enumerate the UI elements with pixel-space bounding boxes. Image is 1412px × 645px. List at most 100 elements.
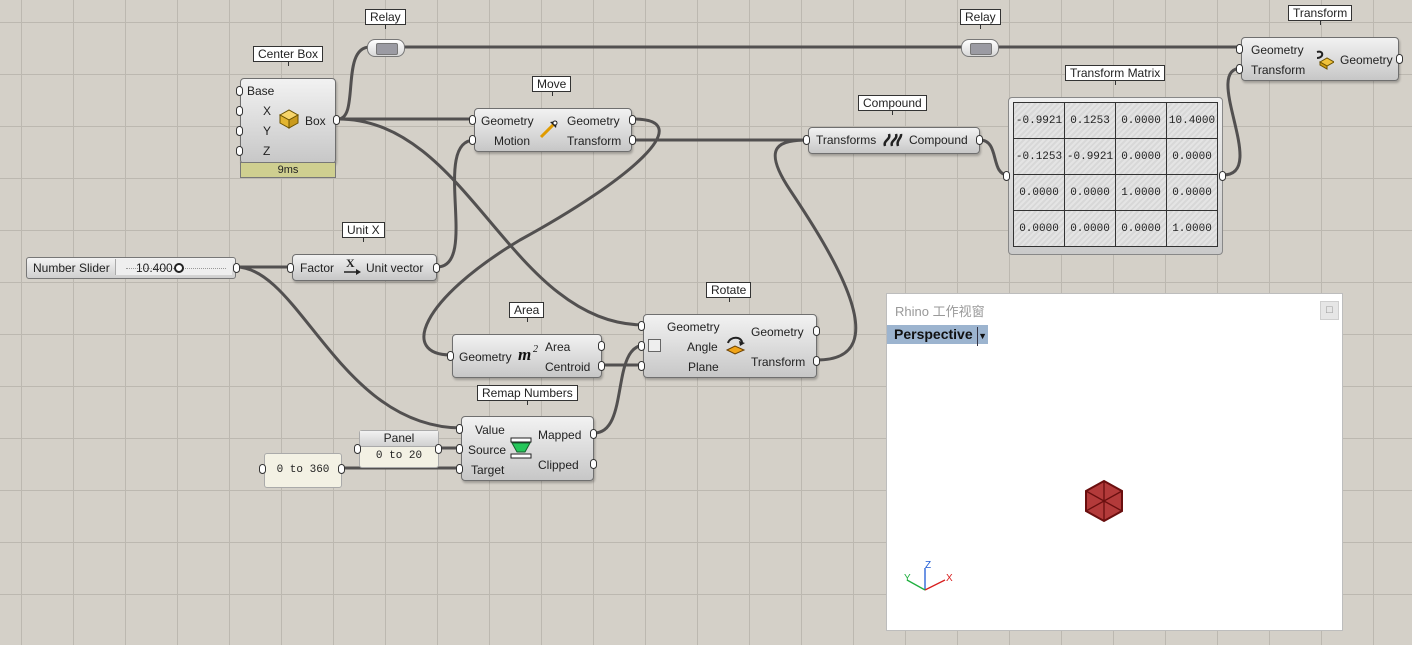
port-source-panel-in[interactable] xyxy=(354,444,361,454)
port-compound-out[interactable] xyxy=(976,135,983,145)
port-rotate-geometry-out[interactable] xyxy=(813,326,820,336)
relay-node-2[interactable] xyxy=(961,39,999,57)
move-component[interactable]: Geometry Motion Geometry Transform xyxy=(474,108,632,152)
wire-unitvector-motion xyxy=(436,138,476,269)
compound-component[interactable]: Transforms Compound xyxy=(808,127,980,154)
port-transforms[interactable] xyxy=(803,135,810,145)
unit-x-component[interactable]: Factor X Unit vector xyxy=(292,254,437,281)
box-icon xyxy=(278,109,299,129)
remap-numbers-tag: Remap Numbers xyxy=(477,385,578,405)
port-x[interactable] xyxy=(236,106,243,116)
port-remap-target[interactable] xyxy=(456,464,463,474)
slider-track[interactable]: 10.400 xyxy=(115,259,232,275)
port-remap-value[interactable] xyxy=(456,424,463,434)
rotate-geometry-output-label: Geometry xyxy=(751,325,804,339)
port-unit-vector-out[interactable] xyxy=(433,263,440,273)
port-move-motion[interactable] xyxy=(469,135,476,145)
port-rotate-plane[interactable] xyxy=(638,361,645,371)
port-rotate-transform-out[interactable] xyxy=(813,356,820,366)
unit-x-icon: X xyxy=(344,257,361,275)
port-factor[interactable] xyxy=(287,263,294,273)
port-matrix-in[interactable] xyxy=(1003,171,1010,181)
port-target-panel-out[interactable] xyxy=(338,464,345,474)
slider-grip[interactable] xyxy=(174,263,184,273)
centroid-output-label: Centroid xyxy=(545,360,591,374)
port-clipped-out[interactable] xyxy=(590,459,597,469)
angle-input-label: Angle xyxy=(687,340,718,354)
transform-component[interactable]: Geometry Transform Geometry xyxy=(1241,37,1399,81)
move-geometry-input-label: Geometry xyxy=(481,114,534,128)
move-geometry-output-label: Geometry xyxy=(567,114,620,128)
compound-output-label: Compound xyxy=(909,133,968,147)
port-mapped-out[interactable] xyxy=(590,429,597,439)
wire-slider-remap-value xyxy=(235,265,463,430)
port-base[interactable] xyxy=(236,86,243,96)
port-source-panel-out[interactable] xyxy=(435,444,442,454)
wire-matrix-transform xyxy=(1222,66,1243,177)
remap-numbers-component[interactable]: Value Source Target Mapped Clipped xyxy=(461,416,594,481)
port-rotate-angle[interactable] xyxy=(638,341,645,351)
rhino-viewport-title: Rhino 工作视窗 xyxy=(895,304,985,319)
port-transform-geometry[interactable] xyxy=(1236,44,1243,54)
center-box-tag: Center Box xyxy=(253,46,324,66)
wire-box-relay xyxy=(337,45,371,121)
rotate-component[interactable]: Geometry Angle Plane Geometry Transform xyxy=(643,314,817,378)
port-area-out[interactable] xyxy=(598,341,605,351)
wire-rotate-transform-compound xyxy=(773,138,858,362)
axis-gizmo xyxy=(906,568,946,591)
relay-node-1[interactable] xyxy=(367,39,405,57)
wire-box-rotate-geometry xyxy=(337,117,646,327)
matrix-cell: 0.0000 xyxy=(1013,210,1065,247)
unit-vector-output-label: Unit vector xyxy=(366,261,424,275)
slider-label: Number Slider xyxy=(33,261,110,275)
matrix-cell: 0.0000 xyxy=(1115,102,1167,139)
mapped-output-label: Mapped xyxy=(538,428,582,442)
port-rotate-geometry[interactable] xyxy=(638,321,645,331)
port-slider-out[interactable] xyxy=(233,263,240,273)
move-tag: Move xyxy=(532,76,572,96)
rhino-viewport-window[interactable]: Rhino 工作视窗 □ Perspective▼ Z Y X xyxy=(886,293,1343,631)
value-input-label: Value xyxy=(475,423,505,437)
port-matrix-out[interactable] xyxy=(1219,171,1226,181)
rotated-box-geometry xyxy=(1085,479,1123,523)
svg-text:m: m xyxy=(518,345,531,364)
rotate-icon xyxy=(725,336,746,355)
matrix-cell: 1.0000 xyxy=(1115,174,1167,211)
port-z[interactable] xyxy=(236,146,243,156)
port-area-geometry[interactable] xyxy=(447,351,454,361)
port-centroid-out[interactable] xyxy=(598,361,605,371)
chevron-down-icon[interactable]: ▼ xyxy=(976,327,988,346)
box-output-label: Box xyxy=(305,114,326,128)
port-transform-out[interactable] xyxy=(1396,54,1403,64)
target-panel[interactable]: 0 to 360 xyxy=(264,453,342,488)
port-remap-source[interactable] xyxy=(456,444,463,454)
matrix-cell: 0.0000 xyxy=(1013,174,1065,211)
move-motion-input-label: Motion xyxy=(494,134,531,148)
port-move-transform-out[interactable] xyxy=(629,135,636,145)
center-box-component[interactable]: Base X Y Z Box xyxy=(240,78,336,164)
port-transform-transform[interactable] xyxy=(1236,64,1243,74)
wire-compound-matrix xyxy=(979,138,1009,177)
source-panel-title: Panel xyxy=(360,431,438,447)
viewport-tab-perspective[interactable]: Perspective▼ xyxy=(887,325,988,346)
target-input-label: Target xyxy=(471,463,505,477)
port-target-panel-in[interactable] xyxy=(259,464,266,474)
number-slider[interactable]: Number Slider 10.400 xyxy=(26,257,236,279)
z-input-label: Z xyxy=(263,144,271,158)
target-panel-value: 0 to 360 xyxy=(276,464,330,476)
source-panel[interactable]: Panel 0 to 20 xyxy=(359,430,439,468)
port-move-geometry-out[interactable] xyxy=(629,115,636,125)
unit-x-tag: Unit X xyxy=(342,222,385,242)
axis-y-label: Y xyxy=(904,573,911,584)
rotate-transform-output-label: Transform xyxy=(751,355,806,369)
close-icon[interactable]: □ xyxy=(1320,301,1339,320)
angle-degrees-toggle[interactable] xyxy=(648,339,661,352)
base-input-label: Base xyxy=(247,84,275,98)
port-y[interactable] xyxy=(236,126,243,136)
port-move-geometry[interactable] xyxy=(469,115,476,125)
port-box-out[interactable] xyxy=(333,115,340,125)
